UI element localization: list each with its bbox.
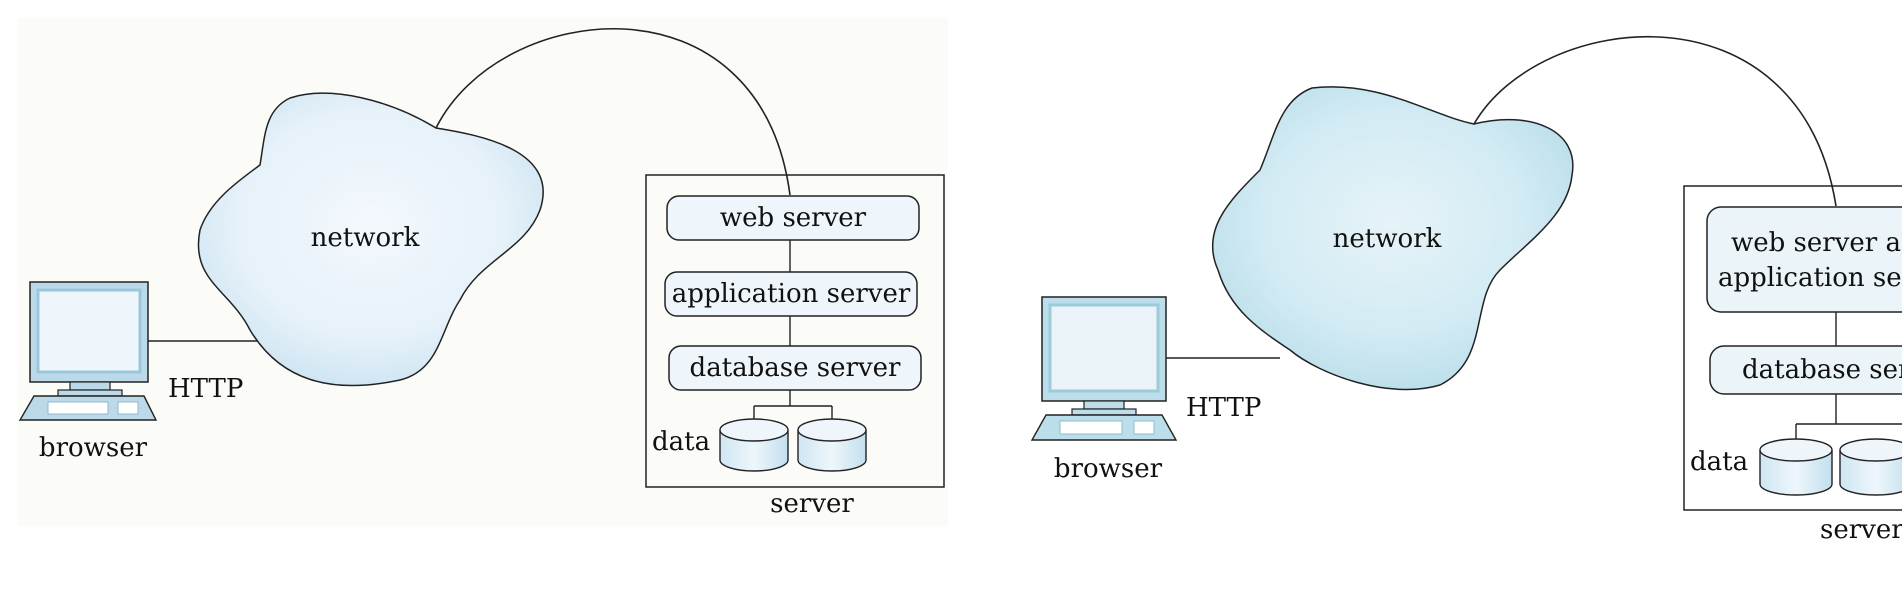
right-browser-label: browser — [1054, 454, 1163, 484]
right-web-app-server-box — [1706, 206, 1902, 313]
left-server-caption: server — [770, 489, 854, 519]
left-database-cylinder-icon — [797, 418, 867, 472]
right-network-cloud — [1212, 86, 1574, 391]
left-network-cloud — [197, 92, 544, 387]
right-server-frame — [1683, 185, 1902, 511]
left-database-server-label: database server — [690, 353, 901, 383]
left-application-server-box — [664, 271, 918, 317]
right-database-server-label: database ser — [1742, 355, 1902, 385]
left-web-server-box — [666, 195, 920, 241]
left-application-server-label: application server — [672, 279, 911, 309]
right-computer-icon — [1030, 296, 1178, 441]
right-web-app-server-label-line2: application se — [1718, 263, 1902, 293]
left-server-frame — [645, 174, 945, 488]
right-server-caption: server — [1820, 515, 1902, 545]
left-database-server-box — [668, 345, 922, 391]
left-network-label: network — [311, 223, 420, 253]
right-web-app-server-label-line1: web server a — [1731, 228, 1901, 258]
right-diagram: network HTTP browser web server a applic… — [1030, 36, 1902, 545]
left-database-cylinder-icon — [719, 418, 789, 472]
right-database-cylinder-icon — [1839, 438, 1902, 496]
right-http-label: HTTP — [1186, 393, 1261, 423]
right-database-server-box — [1709, 345, 1902, 395]
left-http-label: HTTP — [168, 374, 243, 404]
right-network-label: network — [1333, 224, 1442, 254]
right-data-label: data — [1690, 447, 1748, 477]
left-connection-arc — [435, 28, 791, 196]
right-database-cylinder-icon — [1759, 438, 1833, 496]
left-computer-icon — [18, 281, 158, 421]
left-browser-label: browser — [39, 433, 148, 463]
right-connection-arc — [1473, 36, 1837, 207]
left-diagram: network HTTP browser web server applicat… — [18, 18, 948, 526]
left-data-label: data — [652, 427, 710, 457]
left-web-server-label: web server — [720, 203, 867, 233]
